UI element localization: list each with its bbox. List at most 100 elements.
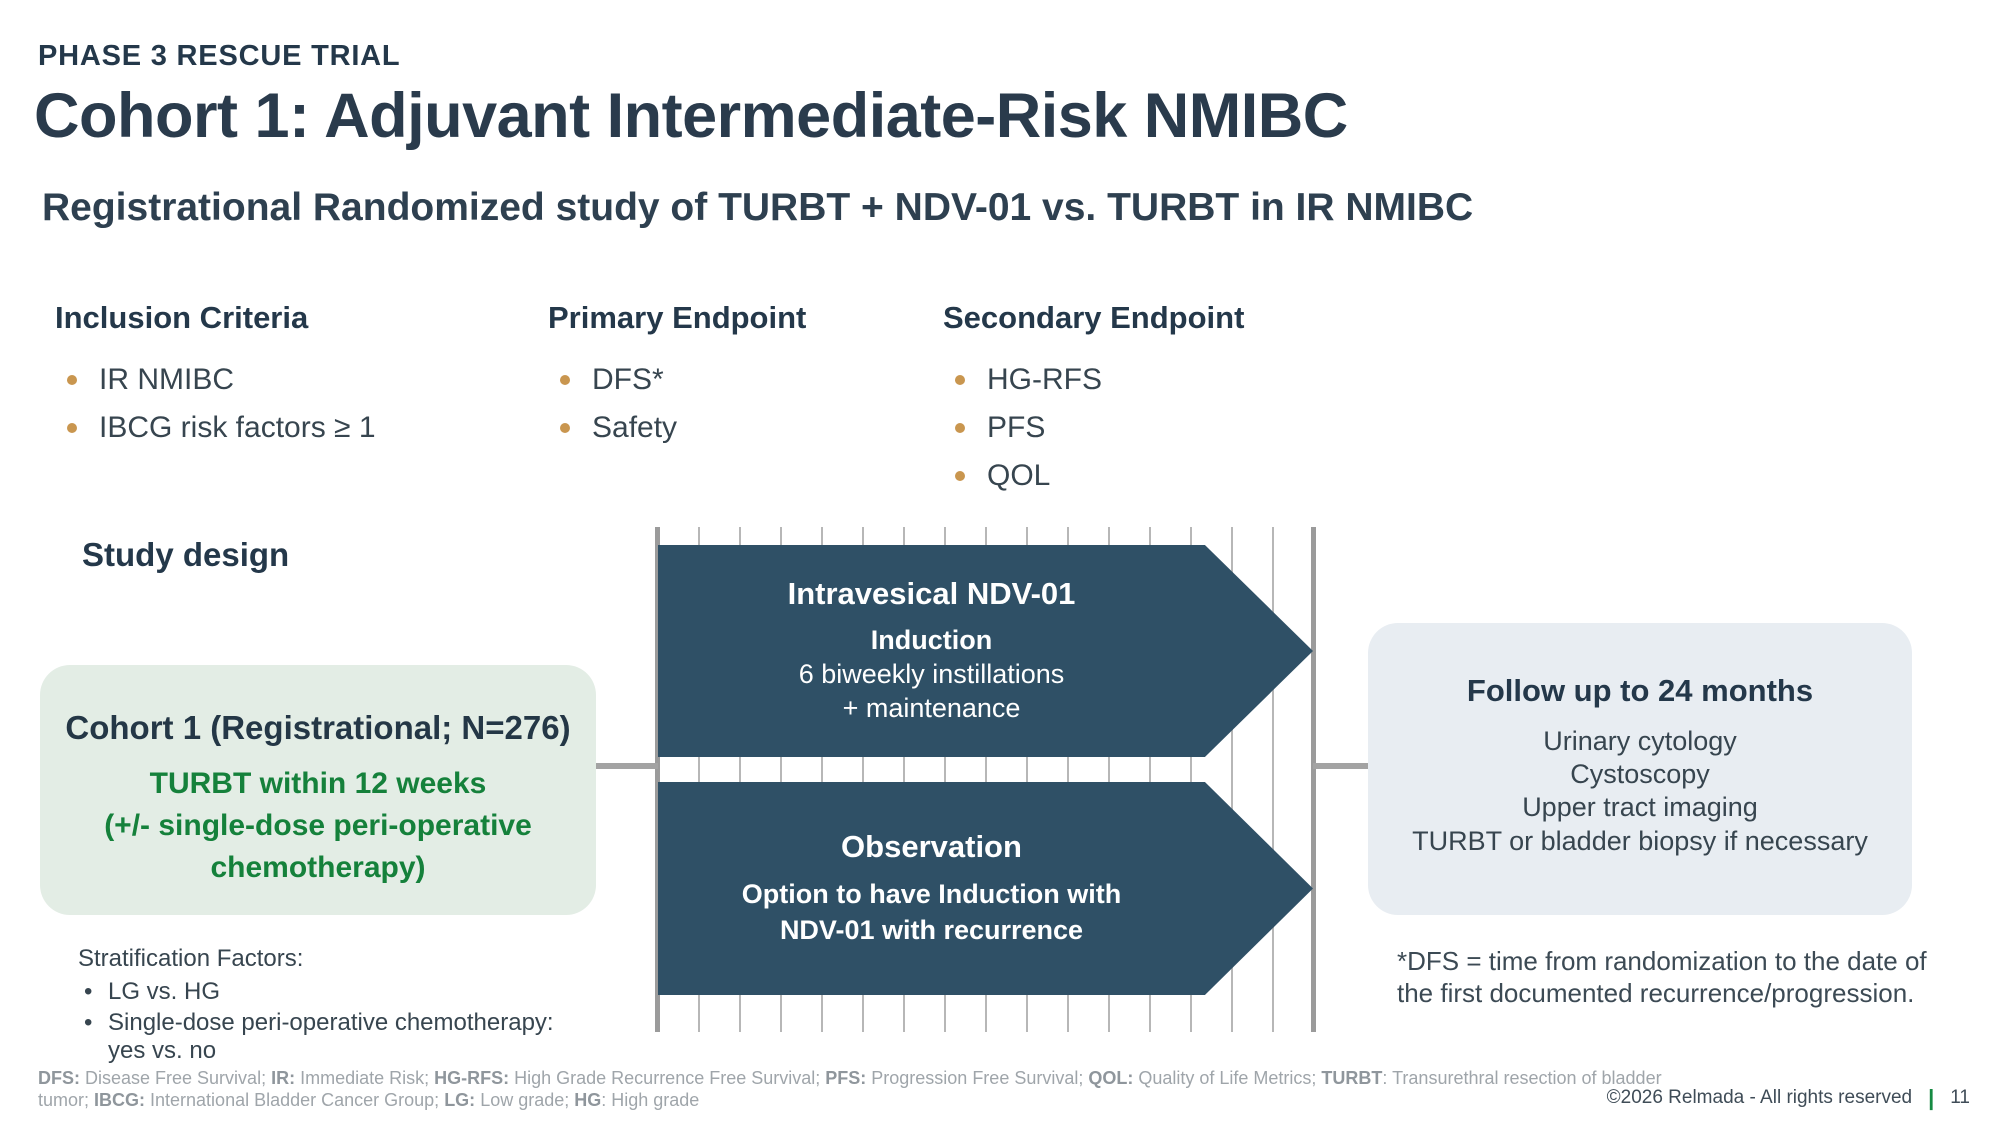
- inclusion-criteria-section: Inclusion Criteria IR NMIBC IBCG risk fa…: [55, 300, 376, 460]
- timeline-tick: [821, 527, 823, 1032]
- section-heading: Inclusion Criteria: [55, 300, 309, 335]
- list-item-text: PFS: [987, 411, 1046, 444]
- primary-endpoint-section: Primary Endpoint DFS* Safety: [548, 300, 806, 460]
- timeline-tick: [1149, 527, 1151, 1032]
- list-item: Safety: [548, 412, 806, 443]
- abbreviation-segment: IBCG:: [94, 1089, 151, 1110]
- eyebrow-label: PHASE 3 RESCUE TRIAL: [38, 40, 401, 72]
- bullet-dot: [955, 423, 965, 433]
- timeline-tick: [903, 527, 905, 1032]
- abbreviation-segment: PFS:: [825, 1068, 872, 1088]
- cohort-box: Cohort 1 (Registrational; N=276) TURBT w…: [40, 665, 596, 915]
- bullet-dot: [560, 375, 570, 385]
- abbreviation-segment: Quality of Life Metrics;: [1138, 1068, 1322, 1088]
- abbreviation-segment: QOL:: [1088, 1068, 1139, 1088]
- arm-title: Observation: [841, 829, 1022, 865]
- timeline-tick: [780, 527, 782, 1032]
- copyright-text: ©2026 Relmada - All rights reserved: [1606, 1087, 1913, 1108]
- arm-subtitle: Induction: [870, 625, 993, 656]
- timeline-tick: [1272, 527, 1274, 1032]
- slide-subtitle: Registrational Randomized study of TURBT…: [42, 186, 1474, 229]
- bullet-list: DFS* Safety: [548, 364, 806, 443]
- list-item: Single-dose peri-operative chemotherapy:…: [78, 1009, 578, 1067]
- study-design-heading: Study design: [82, 536, 290, 573]
- bullet-dot: [560, 423, 570, 433]
- abbreviation-segment: HG-RFS:: [434, 1068, 515, 1088]
- timeline-tick: [985, 527, 987, 1032]
- connector-line-left: [594, 763, 658, 769]
- list-item: PFS: [943, 412, 1244, 443]
- abbreviation-segment: Progression Free Survival;: [871, 1068, 1089, 1088]
- list-item: LG vs. HG: [78, 978, 578, 1007]
- abbreviation-segment: DFS:: [38, 1068, 85, 1088]
- abbreviation-segment: IR:: [271, 1068, 301, 1088]
- followup-box: Follow up to 24 months Urinary cytology …: [1368, 623, 1912, 915]
- page-separator: |: [1928, 1085, 1935, 1110]
- list-item-text: Safety: [592, 411, 678, 444]
- list-item-text: DFS*: [592, 363, 664, 396]
- timeline-tick: [862, 527, 864, 1032]
- timeline-tick: [1108, 527, 1110, 1032]
- arm-detail-line: 6 biweekly instillations: [798, 659, 1065, 690]
- arm-detail: Option to have Induction with NDV-01 wit…: [741, 879, 1122, 945]
- bullet-dot: [67, 423, 77, 433]
- arm-arrow-ndv01: Intravesical NDV-01 Induction 6 biweekly…: [658, 545, 1313, 757]
- abbreviations-footer: DFS: Disease Free Survival; IR: Immediat…: [38, 1068, 1663, 1112]
- followup-item: Cystoscopy: [1570, 759, 1710, 790]
- bullet-dot: [955, 471, 965, 481]
- followup-title: Follow up to 24 months: [1466, 673, 1814, 708]
- abbreviation-segment: : Transurethral resection of bladder tum…: [38, 1068, 1662, 1110]
- abbreviation-segment: Immediate Risk;: [300, 1068, 435, 1088]
- timeline-tick: [698, 527, 700, 1032]
- bullet-dot: [955, 375, 965, 385]
- abbreviation-segment: LG:: [444, 1089, 481, 1110]
- followup-item: Urinary cytology: [1543, 726, 1737, 756]
- abbreviation-segment: Disease Free Survival;: [85, 1068, 272, 1088]
- arm-arrow-observation: Observation Option to have Induction wit…: [658, 782, 1313, 995]
- bullet-list: HG-RFS PFS QOL: [943, 364, 1244, 491]
- list-item-text: HG-RFS: [987, 363, 1102, 396]
- list-item: QOL: [943, 460, 1244, 491]
- abbreviation-segment: HG: [574, 1089, 602, 1110]
- bullet-dot: [67, 375, 77, 385]
- list-item-text: QOL: [987, 459, 1051, 492]
- abbreviation-segment: : High grade: [601, 1089, 700, 1110]
- timeline-tick: [1231, 527, 1233, 1032]
- list-item-text: IR NMIBC: [99, 363, 234, 396]
- list-item: DFS*: [548, 364, 806, 395]
- cohort-box-detail: TURBT within 12 weeks (+/- single-dose p…: [104, 767, 532, 884]
- arm-title: Intravesical NDV-01: [787, 576, 1076, 612]
- timeline-tick: [1067, 527, 1069, 1032]
- timeline-tick: [1311, 527, 1316, 1032]
- timeline-tick: [655, 527, 660, 1032]
- connector-line-right: [1313, 763, 1370, 769]
- followup-item: Upper tract imaging: [1522, 792, 1758, 823]
- abbreviation-segment: High Grade Recurrence Free Survival;: [514, 1068, 826, 1088]
- abbreviation-segment: Low grade;: [480, 1089, 575, 1110]
- dfs-footnote: *DFS = time from randomization to the da…: [1397, 946, 1927, 1009]
- list-item: IR NMIBC: [55, 364, 376, 395]
- list-item: IBCG risk factors ≥ 1: [55, 412, 376, 443]
- timeline-tick: [1026, 527, 1028, 1032]
- followup-item: TURBT or bladder biopsy if necessary: [1412, 825, 1868, 856]
- page-number: 11: [1950, 1087, 1970, 1108]
- copyright-bar: ©2026 Relmada - All rights reserved | 11: [1607, 1085, 1970, 1111]
- timeline-gridlines: [655, 527, 1317, 1032]
- section-heading: Primary Endpoint: [548, 300, 807, 335]
- secondary-endpoint-section: Secondary Endpoint HG-RFS PFS QOL: [943, 300, 1244, 508]
- stratification-list: LG vs. HG Single-dose peri-operative che…: [78, 978, 578, 1066]
- stratification-factors: Stratification Factors: LG vs. HG Single…: [78, 945, 578, 1068]
- bullet-list: IR NMIBC IBCG risk factors ≥ 1: [55, 364, 376, 443]
- timeline-tick: [1190, 527, 1192, 1032]
- list-item: HG-RFS: [943, 364, 1244, 395]
- abbreviation-segment: International Bladder Cancer Group;: [150, 1089, 445, 1110]
- list-item-text: IBCG risk factors ≥ 1: [99, 411, 376, 444]
- abbreviation-segment: TURBT: [1321, 1068, 1383, 1088]
- stratification-title: Stratification Factors:: [78, 945, 304, 972]
- timeline-tick: [739, 527, 741, 1032]
- arm-detail-line: + maintenance: [842, 692, 1021, 723]
- section-heading: Secondary Endpoint: [943, 300, 1245, 335]
- slide-title: Cohort 1: Adjuvant Intermediate-Risk NMI…: [34, 81, 1348, 151]
- timeline-tick: [944, 527, 946, 1032]
